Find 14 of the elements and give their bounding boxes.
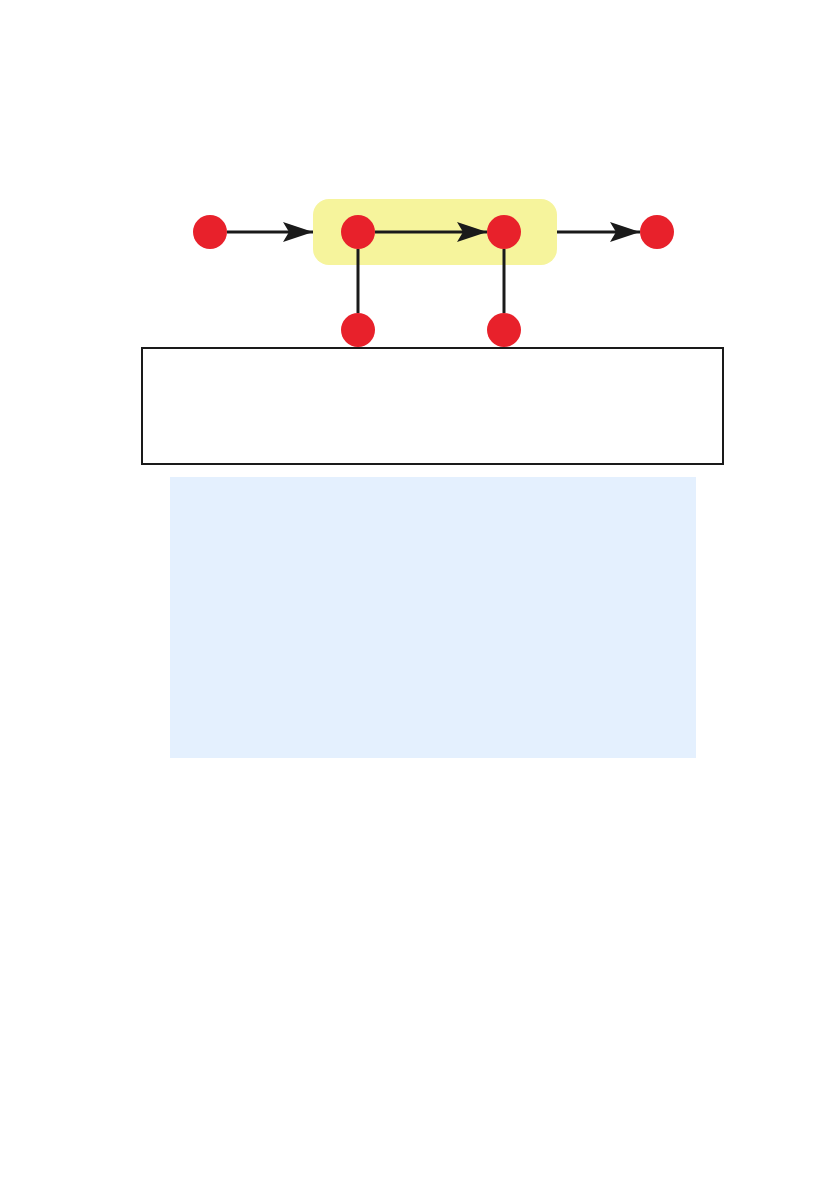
arrow [375, 222, 487, 242]
circle-node [341, 313, 375, 347]
circle-node [193, 215, 227, 249]
arrow [557, 222, 640, 242]
circle-node [640, 215, 674, 249]
circle-node [487, 215, 521, 249]
circle-node [487, 313, 521, 347]
connector-line [502, 249, 506, 313]
circle-node [341, 215, 375, 249]
arrow [227, 222, 313, 242]
connector-line [356, 249, 360, 313]
empty-panel [141, 347, 724, 465]
empty-panel [170, 477, 696, 758]
group-panel [313, 199, 557, 265]
